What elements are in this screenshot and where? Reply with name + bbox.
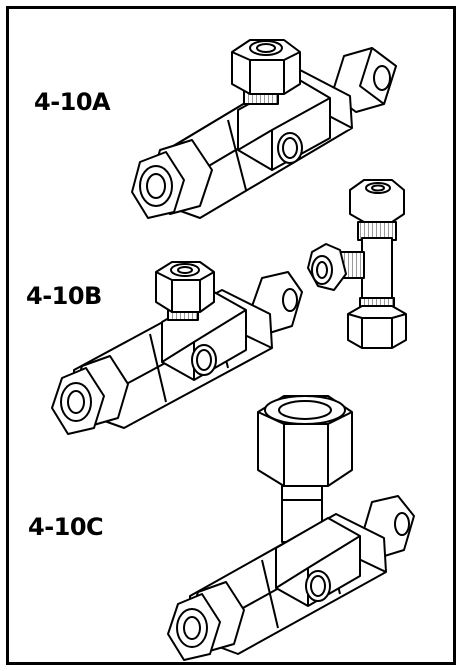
fitting-4-10b bbox=[52, 262, 302, 434]
fitting-4-10c bbox=[168, 396, 414, 660]
union-tee-fitting bbox=[308, 180, 406, 348]
fitting-4-10a bbox=[132, 40, 396, 218]
label-4-10b: 4-10B bbox=[26, 282, 102, 310]
label-4-10a: 4-10A bbox=[34, 88, 111, 116]
label-4-10c: 4-10C bbox=[28, 513, 104, 541]
